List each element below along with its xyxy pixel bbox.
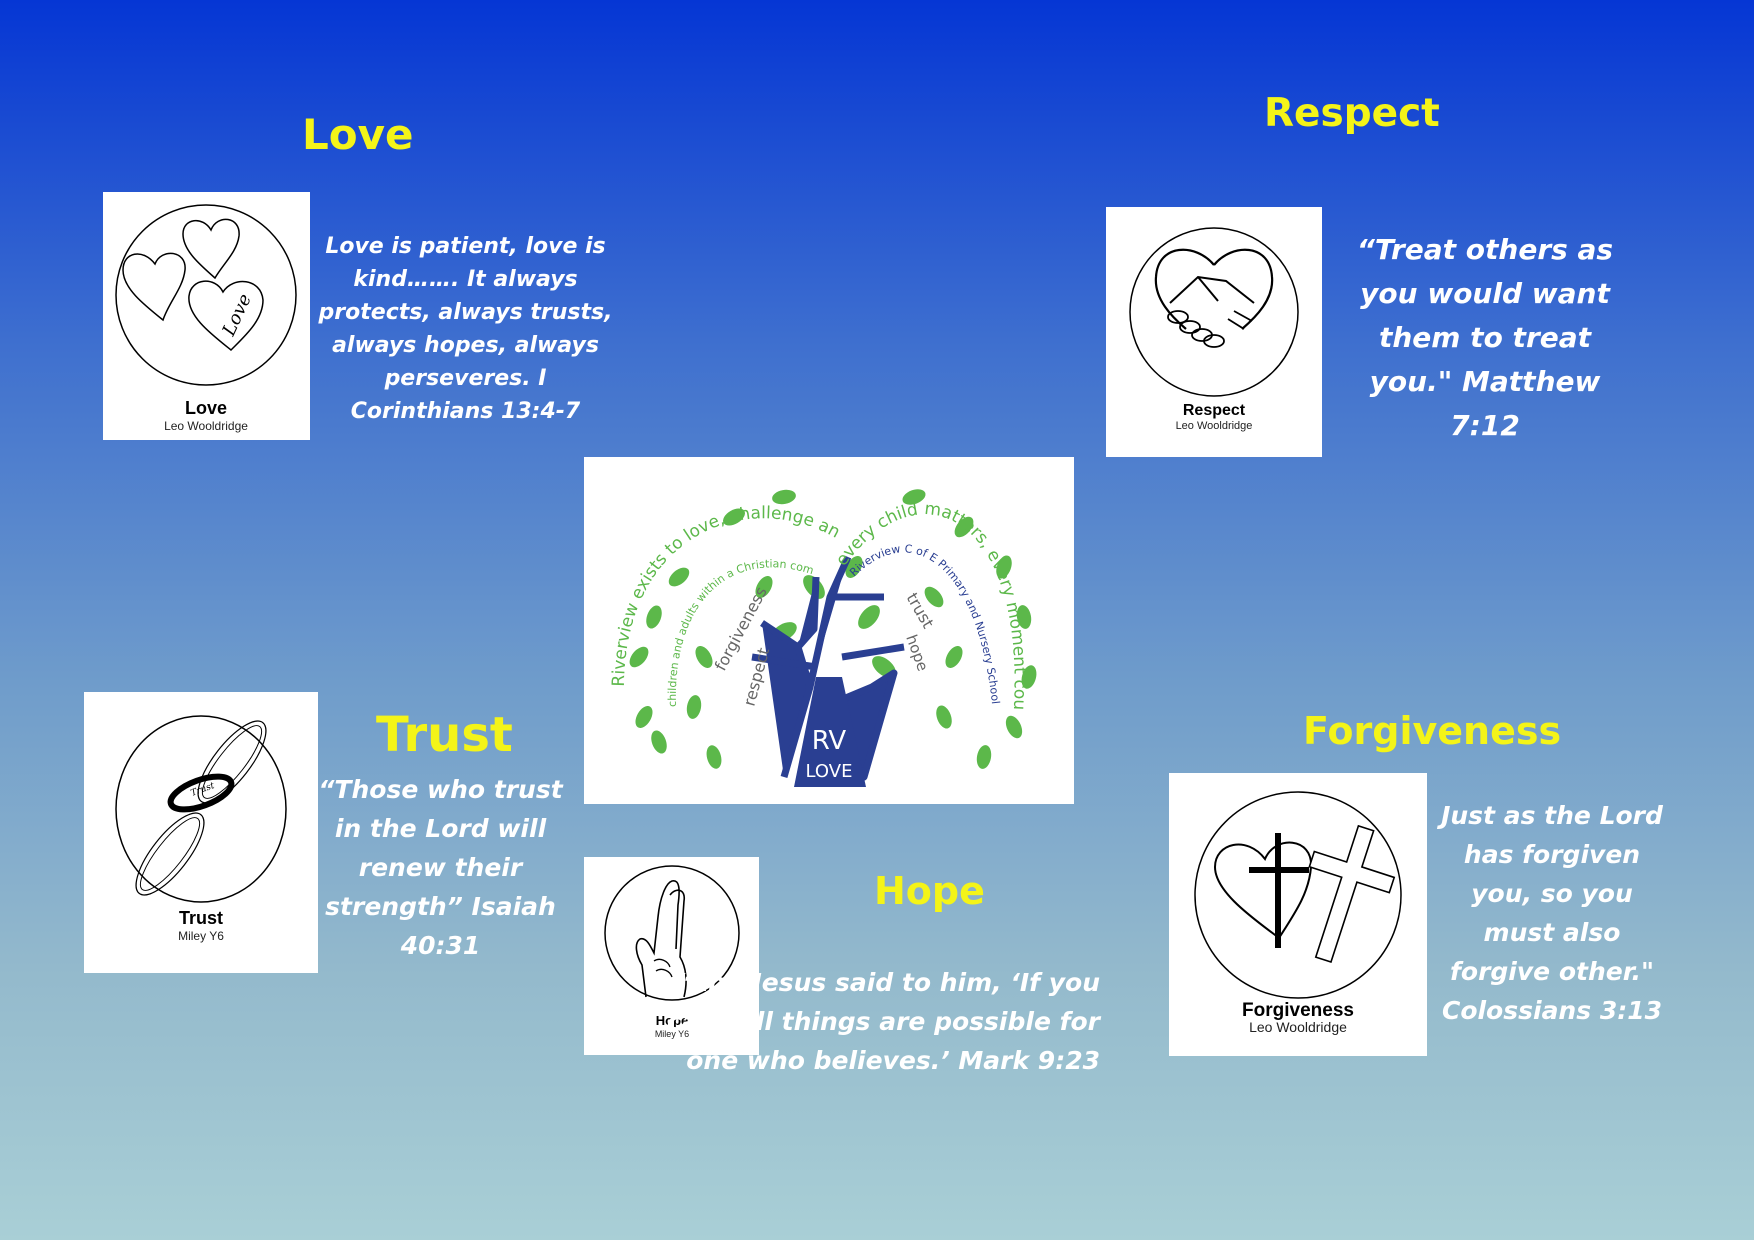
forgiveness-quote: Just as the Lord has forgiven you, so yo… <box>1441 801 1663 1025</box>
tree-word-hope: hope <box>902 632 932 673</box>
tree-trunk-word: LOVE <box>806 761 853 782</box>
trust-card-author: Miley Y6 <box>178 929 224 943</box>
respect-quote: “Treat others as you would want them to … <box>1356 233 1614 442</box>
trust-heading: Trust <box>376 707 513 763</box>
love-card-title: Love <box>185 398 227 418</box>
love-card-script: Love <box>218 291 256 340</box>
tree-word-respect: respect <box>740 646 774 708</box>
forgiveness-card-author: Leo Wooldridge <box>1249 1019 1347 1035</box>
tree-leaves <box>629 489 1037 769</box>
hope-heading: Hope <box>874 869 985 913</box>
trust-card: Trust Trust Miley Y6 <box>84 692 318 973</box>
trust-card-title: Trust <box>179 908 223 928</box>
forgiveness-card-title: Forgiveness <box>1242 1000 1354 1021</box>
respect-card: Respect Leo Wooldridge <box>1106 207 1322 457</box>
forgiveness-heading: Forgiveness <box>1303 709 1562 753</box>
respect-heading: Respect <box>1264 91 1440 136</box>
love-card-author: Leo Wooldridge <box>164 419 248 433</box>
hope-card: Hope Miley Y6 <box>584 857 759 1055</box>
forgiveness-card: Forgiveness Leo Wooldridge <box>1169 773 1427 1056</box>
love-quote: Love is patient, love is kind……. It alwa… <box>318 234 613 424</box>
love-heading: Love <box>302 110 414 159</box>
tree-trunk-initials: RV <box>812 726 847 756</box>
crossed-fingers-icon: Hope Miley Y6 <box>604 865 740 1039</box>
respect-card-author: Leo Wooldridge <box>1176 420 1253 432</box>
love-hearts-icon: Love Love Leo Wooldridge <box>115 204 297 433</box>
tree-logo-image: RV LOVE Riverview exists to love, challe… <box>584 457 1037 787</box>
hope-quote: “And Jesus said to him, ‘If you can! All… <box>666 968 1100 1075</box>
trust-quote: “Those who trust in the Lord will renew … <box>318 775 563 960</box>
hope-card-title: Hope <box>656 1013 689 1028</box>
love-card: Love Love Leo Wooldridge <box>103 192 310 440</box>
school-tree-logo: RV LOVE Riverview exists to love, challe… <box>584 457 1074 804</box>
handshake-heart-icon: Respect Leo Wooldridge <box>1129 227 1299 432</box>
linked-rings-icon: Trust Trust Miley Y6 <box>115 715 287 943</box>
hope-card-author: Miley Y6 <box>655 1029 689 1039</box>
heart-cross-icon: Forgiveness Leo Wooldridge <box>1194 791 1402 1035</box>
respect-card-title: Respect <box>1183 402 1246 419</box>
